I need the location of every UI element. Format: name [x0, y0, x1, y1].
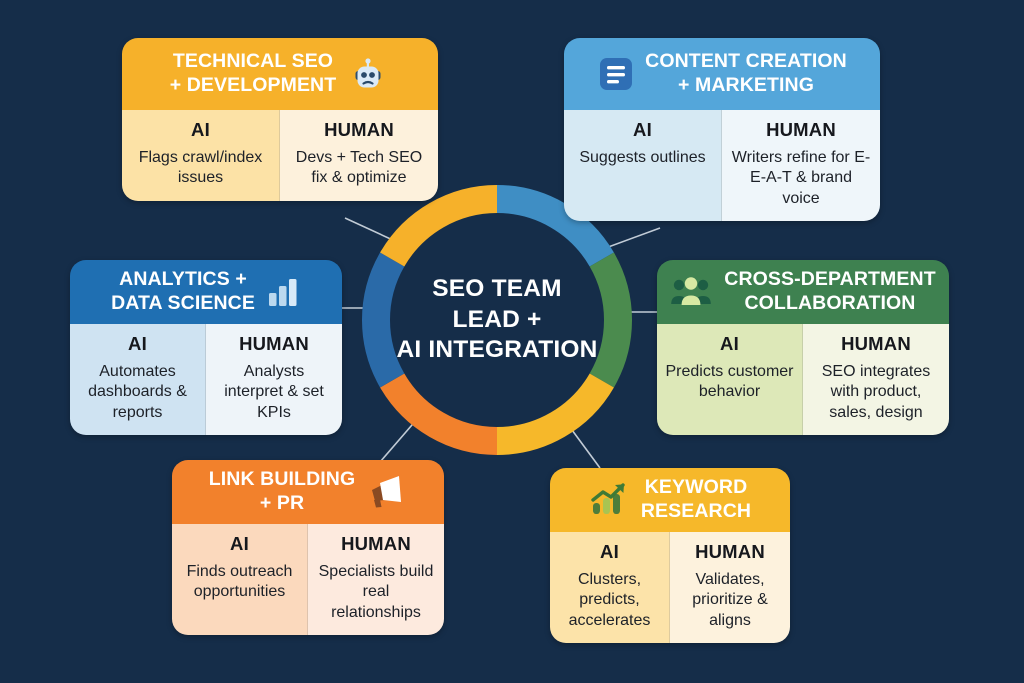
ai-column: AI Finds outreach opportunities — [172, 524, 308, 636]
human-column: HUMAN SEO integrates with product, sales… — [803, 324, 949, 436]
card-title-line-2: COLLABORATION — [744, 291, 916, 314]
card-title-line-2: RESEARCH — [640, 499, 752, 522]
human-label: HUMAN — [695, 541, 765, 562]
center-line-3: AI INTEGRATION — [396, 336, 598, 364]
connector-link — [379, 417, 419, 463]
center-line-1: SEO TEAM — [432, 274, 562, 302]
human-text: Writers refine for E-E-A-T & brand voice — [731, 149, 871, 207]
ai-text: Flags crawl/index issues — [138, 149, 263, 187]
ai-text: Predicts customer behavior — [665, 363, 794, 401]
card-title: TECHNICAL SEO + DEVELOPMENT — [170, 50, 337, 98]
human-text: Validates, prioritize & aligns — [692, 571, 768, 629]
ring-segment-keyword — [496, 373, 614, 455]
human-column: HUMAN Devs + Tech SEO fix & optimize — [280, 110, 438, 201]
card-title-line-2: DATA SCIENCE — [111, 291, 255, 314]
ai-text: Automates dashboards & reports — [88, 363, 187, 421]
card-header: KEYWORD RESEARCH — [550, 468, 790, 532]
ai-label: AI — [128, 333, 147, 354]
card-link-building[interactable]: LINK BUILDING + PR AI Finds outreach opp… — [172, 460, 444, 636]
card-content-creation[interactable]: CONTENT CREATION + MARKETING AI Suggests… — [564, 38, 880, 222]
card-header: CROSS-DEPARTMENT COLLABORATION — [657, 260, 949, 324]
card-title: CROSS-DEPARTMENT COLLABORATION — [724, 268, 935, 316]
ai-column: AI Predicts customer behavior — [657, 324, 803, 436]
card-technical-seo[interactable]: TECHNICAL SEO + DEVELOPMENT AI Flags cra… — [122, 38, 438, 201]
donut-svg — [362, 185, 632, 455]
ai-column: AI Clusters, predicts, accelerates — [550, 532, 670, 644]
ai-text: Clusters, predicts, accelerates — [568, 571, 651, 629]
center-label: SEO TEAM LEAD + AI INTEGRATION — [362, 185, 632, 455]
human-label: HUMAN — [324, 119, 394, 140]
human-text: Specialists build real relationships — [318, 563, 434, 621]
card-title: ANALYTICS + DATA SCIENCE — [111, 268, 255, 316]
card-body: AI Finds outreach opportunities HUMAN Sp… — [172, 524, 444, 636]
human-text: Analysts interpret & set KPIs — [224, 363, 324, 421]
ai-column: AI Automates dashboards & reports — [70, 324, 206, 436]
center-line-2: LEAD + — [452, 305, 542, 333]
connector-keyword — [571, 429, 601, 469]
human-label: HUMAN — [766, 119, 836, 140]
card-title-line-1: CONTENT CREATION — [645, 49, 847, 72]
card-title-line-2: + MARKETING — [678, 73, 814, 96]
ring-segment-content — [496, 185, 614, 267]
ai-label: AI — [230, 533, 249, 554]
ai-text: Finds outreach opportunities — [186, 563, 293, 601]
card-body: AI Flags crawl/index issues HUMAN Devs +… — [122, 110, 438, 201]
ring-segment-cross — [589, 252, 632, 388]
ai-label: AI — [191, 119, 210, 140]
growth-chart-icon — [591, 482, 625, 514]
document-icon — [600, 57, 633, 90]
ring-segment-technical — [380, 185, 498, 267]
ai-column: AI Flags crawl/index issues — [122, 110, 280, 201]
card-header: LINK BUILDING + PR — [172, 460, 444, 524]
ai-label: AI — [633, 119, 652, 140]
card-header: ANALYTICS + DATA SCIENCE — [70, 260, 342, 324]
robot-icon — [355, 57, 381, 87]
card-title-line-1: LINK BUILDING — [208, 467, 356, 490]
card-title-line-1: KEYWORD — [644, 475, 748, 498]
card-header: CONTENT CREATION + MARKETING — [564, 38, 880, 110]
card-title-line-1: TECHNICAL SEO — [172, 49, 334, 72]
card-body: AI Predicts customer behavior HUMAN SEO … — [657, 324, 949, 436]
card-body: AI Suggests outlines HUMAN Writers refin… — [564, 110, 880, 222]
card-header: TECHNICAL SEO + DEVELOPMENT — [122, 38, 438, 110]
card-body: AI Clusters, predicts, accelerates HUMAN… — [550, 532, 790, 644]
human-text: Devs + Tech SEO fix & optimize — [295, 149, 423, 187]
human-column: HUMAN Writers refine for E-E-A-T & brand… — [722, 110, 880, 222]
card-title: LINK BUILDING + PR — [209, 468, 355, 516]
card-title-line-1: ANALYTICS + — [119, 267, 247, 290]
human-label: HUMAN — [341, 533, 411, 554]
card-cross-department[interactable]: CROSS-DEPARTMENT COLLABORATION AI Predic… — [657, 260, 949, 436]
human-label: HUMAN — [239, 333, 309, 354]
ai-column: AI Suggests outlines — [564, 110, 722, 222]
card-body: AI Automates dashboards & reports HUMAN … — [70, 324, 342, 436]
card-title-line-2: + DEVELOPMENT — [169, 73, 337, 96]
people-group-icon — [671, 276, 712, 305]
center-donut-chart: SEO TEAM LEAD + AI INTEGRATION — [362, 185, 632, 455]
card-title: KEYWORD RESEARCH — [641, 476, 751, 524]
ai-text: Suggests outlines — [579, 149, 706, 166]
ai-label: AI — [600, 541, 619, 562]
card-title-line-2: + PR — [259, 491, 305, 514]
megaphone-icon — [372, 475, 402, 507]
card-title-line-1: CROSS-DEPARTMENT — [724, 267, 936, 290]
human-label: HUMAN — [841, 333, 911, 354]
human-column: HUMAN Validates, prioritize & aligns — [670, 532, 790, 644]
human-column: HUMAN Analysts interpret & set KPIs — [206, 324, 342, 436]
bar-chart-icon — [268, 278, 297, 306]
card-title: CONTENT CREATION + MARKETING — [645, 50, 847, 98]
human-text: SEO integrates with product, sales, desi… — [821, 363, 931, 421]
ai-label: AI — [720, 333, 739, 354]
human-column: HUMAN Specialists build real relationshi… — [308, 524, 444, 636]
card-keyword-research[interactable]: KEYWORD RESEARCH AI Clusters, predicts, … — [550, 468, 790, 644]
card-analytics-data-science[interactable]: ANALYTICS + DATA SCIENCE AI Automates da… — [70, 260, 342, 436]
ring-segment-link — [380, 373, 498, 455]
ring-segment-analytics — [362, 252, 405, 388]
